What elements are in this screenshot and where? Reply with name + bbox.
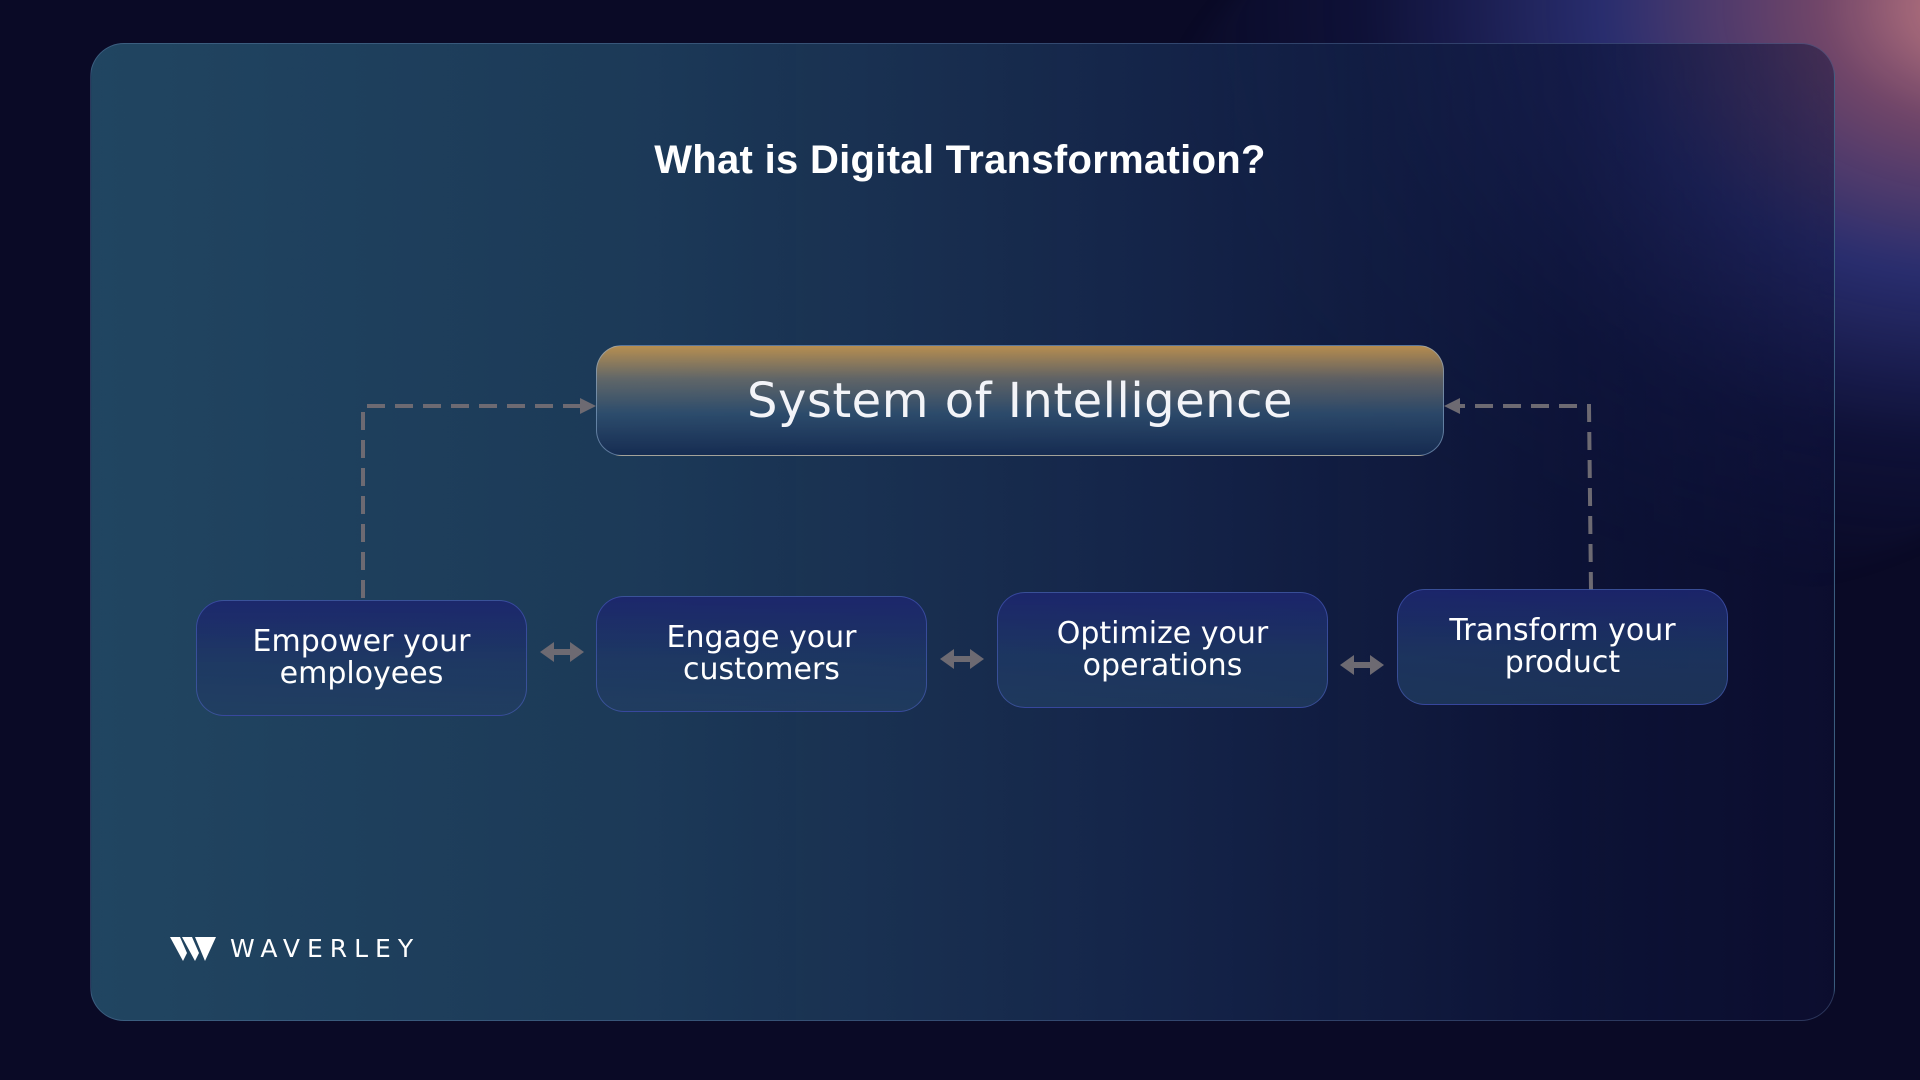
system-of-intelligence-node: System of Intelligence: [596, 345, 1444, 456]
node-engage-customers: Engage your customers: [596, 596, 927, 712]
slide-title: What is Digital Transformation?: [654, 138, 1266, 182]
node-label-line1: Optimize your: [1056, 616, 1269, 651]
node-label-line1: Engage your: [666, 620, 857, 655]
node-label-line2: employees: [279, 656, 444, 691]
waverley-logo: WAVERLEY: [170, 934, 420, 963]
waverley-logo-icon: [170, 936, 216, 961]
waverley-wordmark: WAVERLEY: [230, 934, 421, 963]
node-label-line1: Empower your: [252, 624, 471, 659]
node-label-line2: product: [1504, 645, 1621, 680]
node-label-line2: operations: [1082, 648, 1243, 683]
node-empower-employees: Empower your employees: [196, 600, 527, 716]
node-transform-product: Transform your product: [1397, 589, 1728, 705]
system-of-intelligence-label: System of Intelligence: [746, 372, 1294, 429]
node-optimize-operations: Optimize your operations: [997, 592, 1328, 708]
content-card: [90, 43, 1835, 1021]
node-label-line2: customers: [683, 652, 840, 687]
node-label-line1: Transform your: [1449, 613, 1676, 648]
